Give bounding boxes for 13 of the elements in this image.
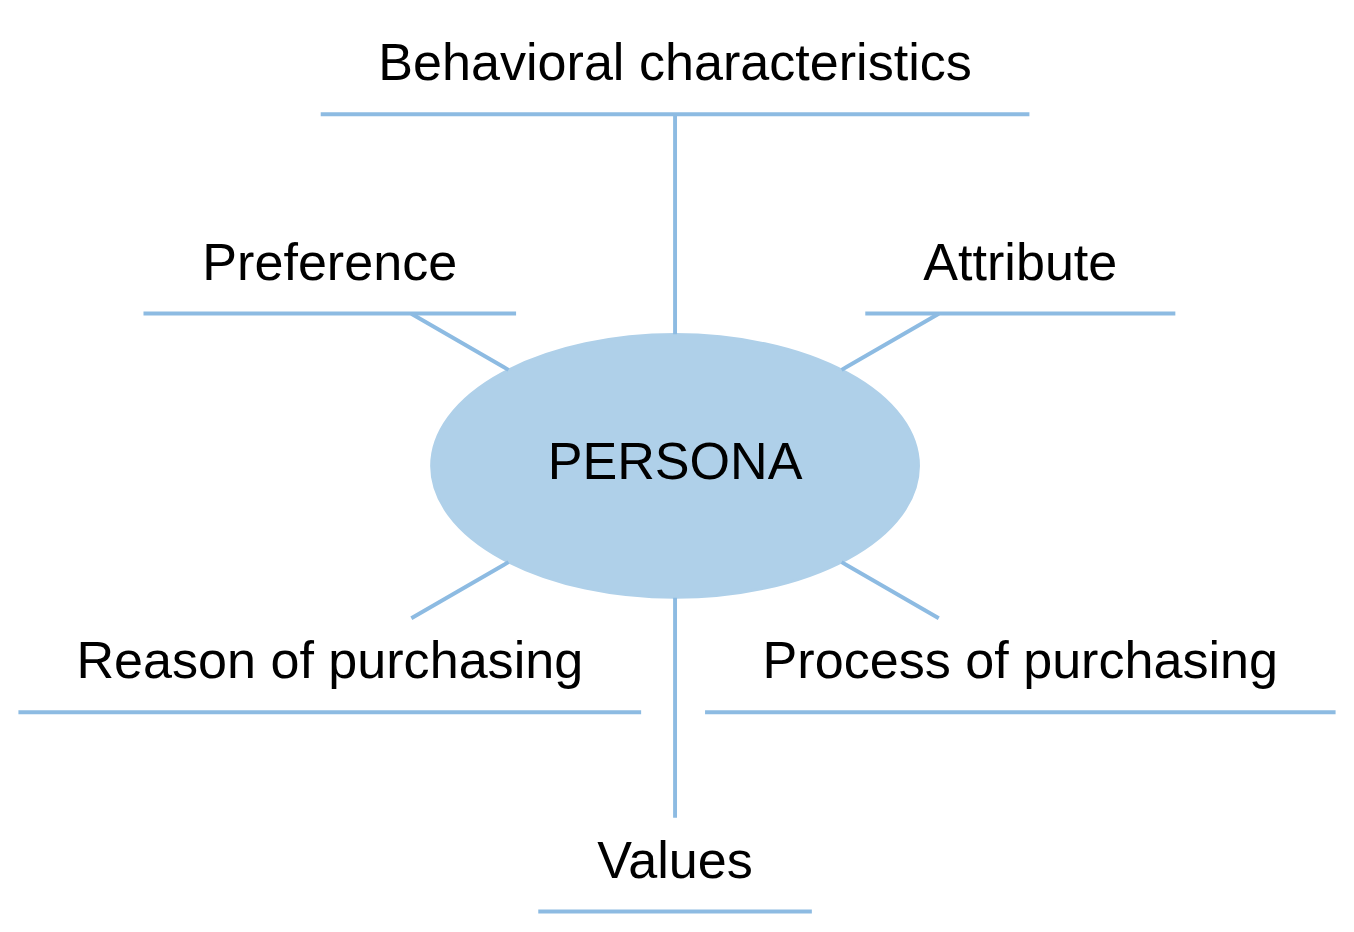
connector xyxy=(410,560,510,620)
node-text: Behavioral characteristics xyxy=(378,33,972,92)
node-text: Attribute xyxy=(923,232,1118,291)
connector xyxy=(840,312,940,372)
connector xyxy=(673,597,677,818)
node-text: Process of purchasing xyxy=(762,631,1279,690)
node-text: Preference xyxy=(202,232,458,291)
node-text: Values xyxy=(597,830,753,889)
node-text: Reason of purchasing xyxy=(76,631,584,690)
connector xyxy=(410,312,510,372)
connector xyxy=(673,114,677,335)
node-ellipse: PERSONA xyxy=(430,333,920,599)
connector xyxy=(840,560,940,620)
